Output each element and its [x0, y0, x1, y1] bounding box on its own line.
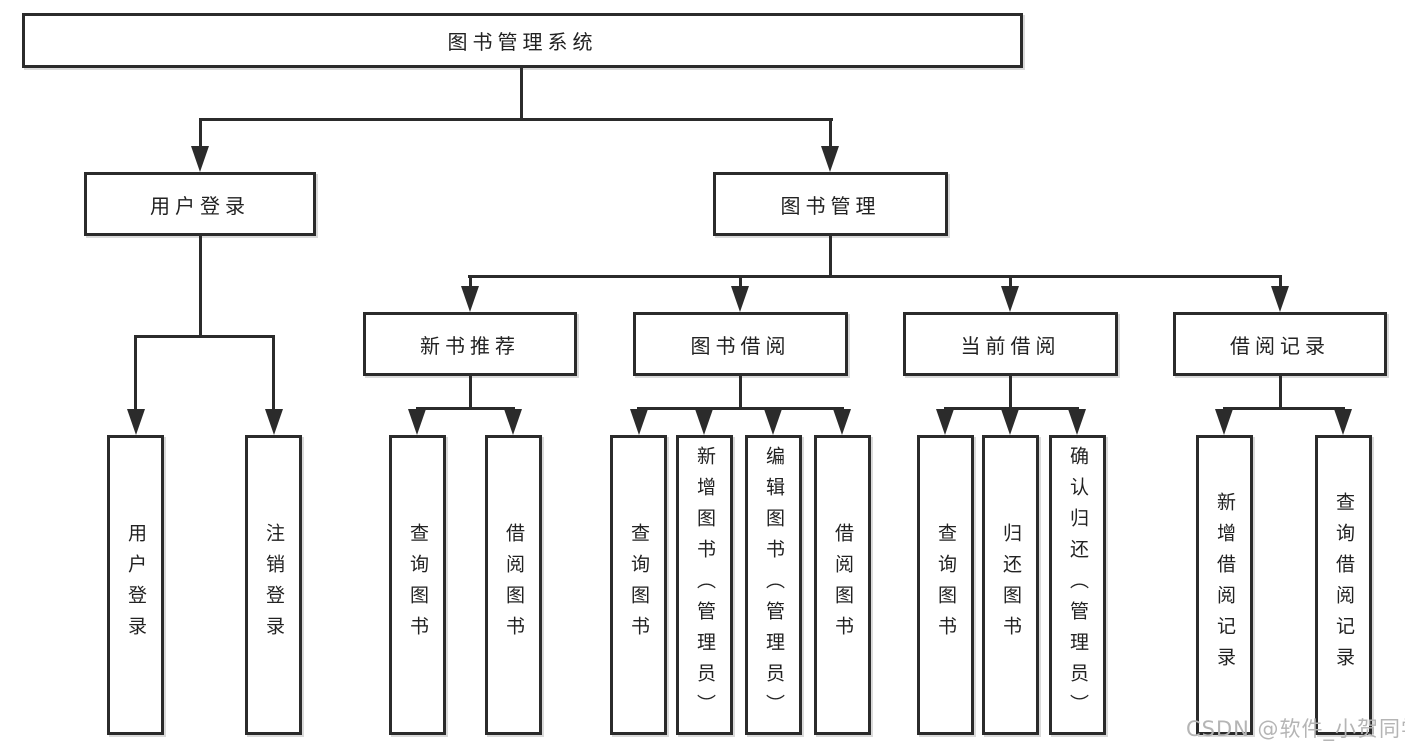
arrow-down-icon — [764, 409, 782, 435]
leaf-logout: 注销登录 — [245, 435, 302, 735]
arrow-down-icon — [821, 146, 839, 172]
node-user-login-label: 用户登录 — [150, 193, 250, 218]
leaf-query-books-recommend: 查询图书 — [389, 435, 446, 735]
node-book-borrow: 图书借阅 — [633, 312, 848, 376]
connector-line — [739, 376, 742, 409]
node-borrow-records: 借阅记录 — [1173, 312, 1387, 376]
leaf-add-borrow-record-label: 新增借阅记录 — [1214, 492, 1236, 678]
node-book-borrow-label: 图书借阅 — [690, 333, 791, 358]
connector-line — [199, 118, 833, 121]
leaf-add-book-admin-label: 新增图书（管理员） — [694, 445, 716, 725]
leaf-query-books-recommend-label: 查询图书 — [407, 523, 429, 647]
node-new-book-recommend-label: 新书推荐 — [420, 333, 520, 358]
connector-line — [1009, 275, 1012, 289]
arrow-down-icon — [504, 409, 522, 435]
leaf-borrow-books-recommend: 借阅图书 — [485, 435, 542, 735]
node-new-book-recommend: 新书推荐 — [363, 312, 577, 376]
connector-line — [134, 335, 137, 411]
arrow-down-icon — [1271, 286, 1289, 312]
connector-line — [1279, 275, 1282, 289]
node-user-login: 用户登录 — [84, 172, 316, 236]
connector-line — [520, 68, 523, 121]
arrow-down-icon — [1334, 409, 1352, 435]
connector-line — [468, 275, 1281, 278]
leaf-borrow-books-label: 借阅图书 — [832, 523, 854, 647]
connector-line — [469, 376, 472, 409]
leaf-edit-book-admin: 编辑图书（管理员） — [745, 435, 802, 735]
connector-line — [199, 118, 202, 148]
leaf-add-borrow-record: 新增借阅记录 — [1196, 435, 1253, 735]
leaf-confirm-return-admin: 确认归还（管理员） — [1049, 435, 1106, 735]
connector-line — [272, 335, 275, 411]
leaf-user-login-label: 用户登录 — [125, 523, 147, 647]
arrow-down-icon — [408, 409, 426, 435]
leaf-borrow-books: 借阅图书 — [814, 435, 871, 735]
leaf-query-books-borrow-label: 查询图书 — [628, 523, 650, 647]
arrow-down-icon — [695, 409, 713, 435]
arrow-down-icon — [127, 409, 145, 435]
arrow-down-icon — [1001, 286, 1019, 312]
connector-line — [739, 275, 742, 289]
node-current-borrow-label: 当前借阅 — [960, 333, 1061, 358]
leaf-query-books-current-label: 查询图书 — [935, 523, 957, 647]
connector-line — [134, 335, 275, 338]
leaf-query-books-current: 查询图书 — [917, 435, 974, 735]
node-book-management: 图书管理 — [713, 172, 948, 236]
leaf-query-borrow-record: 查询借阅记录 — [1315, 435, 1372, 735]
connector-line — [469, 275, 472, 289]
connector-line — [1279, 376, 1282, 409]
connector-line — [1223, 407, 1345, 410]
leaf-confirm-return-admin-label: 确认归还（管理员） — [1067, 445, 1089, 725]
arrow-down-icon — [461, 286, 479, 312]
leaf-borrow-books-recommend-label: 借阅图书 — [503, 523, 525, 647]
connector-line — [416, 407, 515, 410]
arrow-down-icon — [1068, 409, 1086, 435]
node-book-management-label: 图书管理 — [780, 193, 881, 218]
node-root-label: 图书管理系统 — [447, 30, 598, 54]
leaf-query-books-borrow: 查询图书 — [610, 435, 667, 735]
leaf-edit-book-admin-label: 编辑图书（管理员） — [763, 445, 785, 725]
leaf-user-login: 用户登录 — [107, 435, 164, 735]
connector-line — [829, 118, 832, 148]
arrow-down-icon — [630, 409, 648, 435]
leaf-add-book-admin: 新增图书（管理员） — [676, 435, 733, 735]
connector-line — [199, 236, 202, 337]
arrow-down-icon — [833, 409, 851, 435]
connector-line — [829, 236, 832, 277]
arrow-down-icon — [1215, 409, 1233, 435]
node-root: 图书管理系统 — [22, 13, 1023, 68]
arrow-down-icon — [731, 286, 749, 312]
node-current-borrow: 当前借阅 — [903, 312, 1118, 376]
leaf-logout-label: 注销登录 — [263, 523, 285, 647]
connector-line — [1009, 376, 1012, 409]
leaf-query-borrow-record-label: 查询借阅记录 — [1333, 492, 1355, 678]
connector-line — [637, 407, 844, 410]
arrow-down-icon — [936, 409, 954, 435]
arrow-down-icon — [191, 146, 209, 172]
node-borrow-records-label: 借阅记录 — [1230, 333, 1330, 358]
arrow-down-icon — [265, 409, 283, 435]
csdn-watermark: CSDN @软件_小贺同学 — [1186, 717, 1405, 741]
leaf-return-book-label: 归还图书 — [1000, 523, 1022, 647]
leaf-return-book: 归还图书 — [982, 435, 1039, 735]
arrow-down-icon — [1001, 409, 1019, 435]
